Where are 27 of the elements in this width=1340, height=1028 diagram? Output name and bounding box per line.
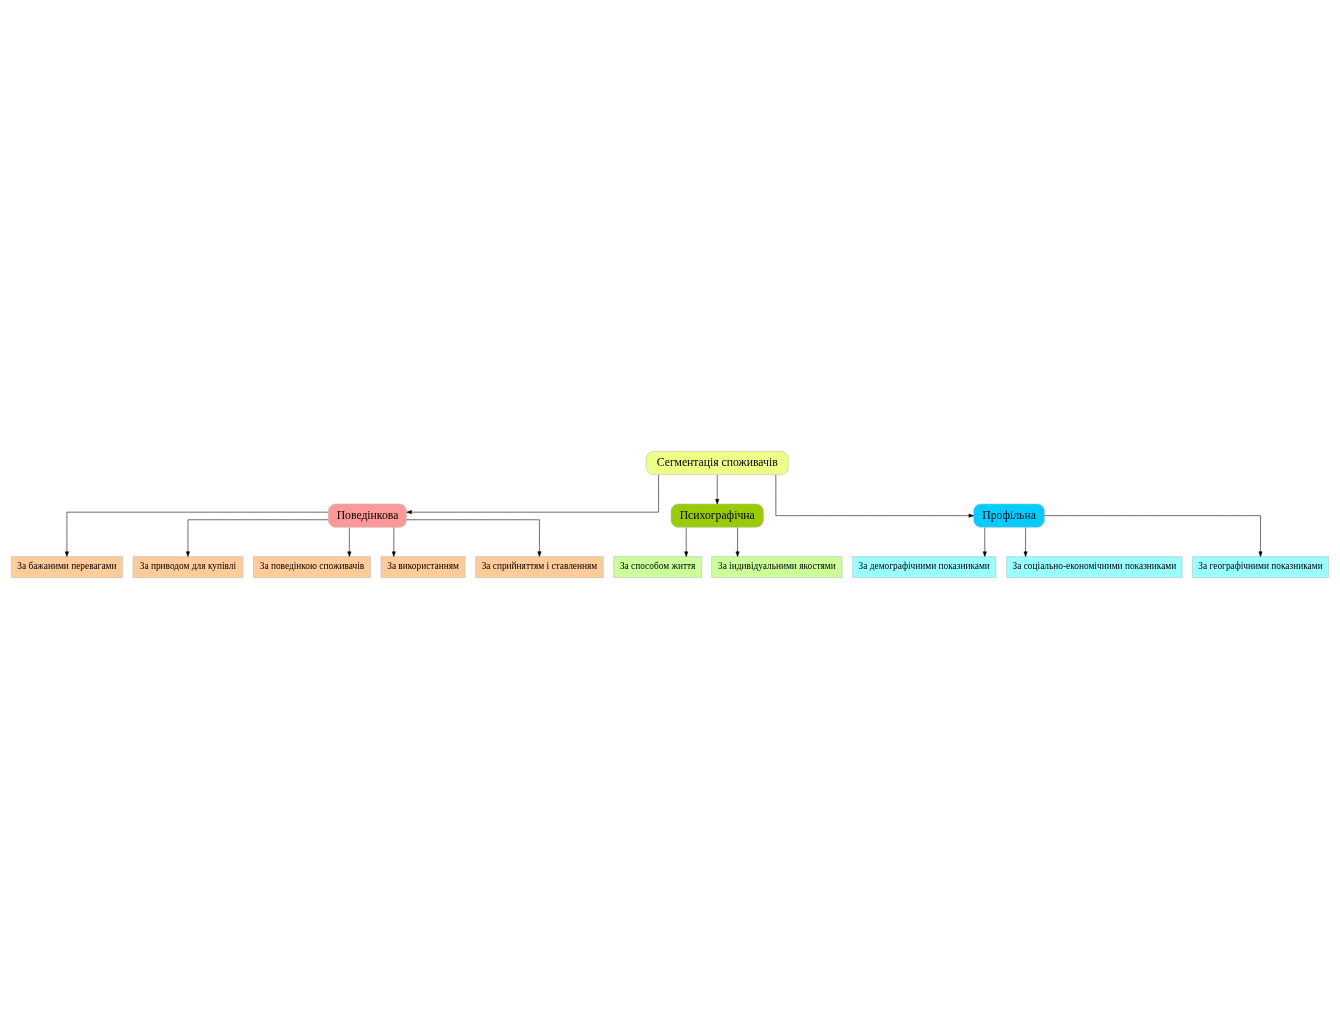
- node-box: Сегментація споживачів: [645, 450, 789, 475]
- arrow: [1023, 526, 1028, 557]
- node-box: За приводом для купівлі: [132, 555, 244, 578]
- node-box: Поведінкова: [328, 503, 407, 528]
- arrow: [391, 526, 396, 557]
- node-box: За бажаними перевагами: [11, 555, 123, 578]
- node-box: За соціально-економічними показниками: [1006, 555, 1183, 578]
- arrow: [64, 511, 329, 557]
- node-box: За географічними показниками: [1192, 555, 1329, 578]
- arrow: [715, 474, 720, 504]
- arrow: [982, 526, 987, 557]
- node-box: За способом життя: [613, 555, 702, 578]
- arrow: [186, 518, 329, 557]
- node-box: Профільна: [973, 503, 1045, 528]
- node-box: За поведінкою споживачів: [253, 555, 371, 578]
- node-box: Психографічна: [670, 503, 764, 528]
- arrow: [775, 474, 974, 518]
- arrow: [406, 518, 542, 557]
- node-box: За індивідуальними якостями: [711, 555, 843, 578]
- node-box: За використанням: [380, 555, 466, 578]
- arrow: [347, 526, 352, 557]
- arrow: [684, 526, 689, 557]
- arrow: [406, 474, 659, 514]
- node-box: За сприйняттям і ставленням: [475, 555, 604, 578]
- node-box: За демографічними показниками: [852, 555, 997, 578]
- arrow: [735, 526, 740, 557]
- arrow: [1044, 514, 1263, 557]
